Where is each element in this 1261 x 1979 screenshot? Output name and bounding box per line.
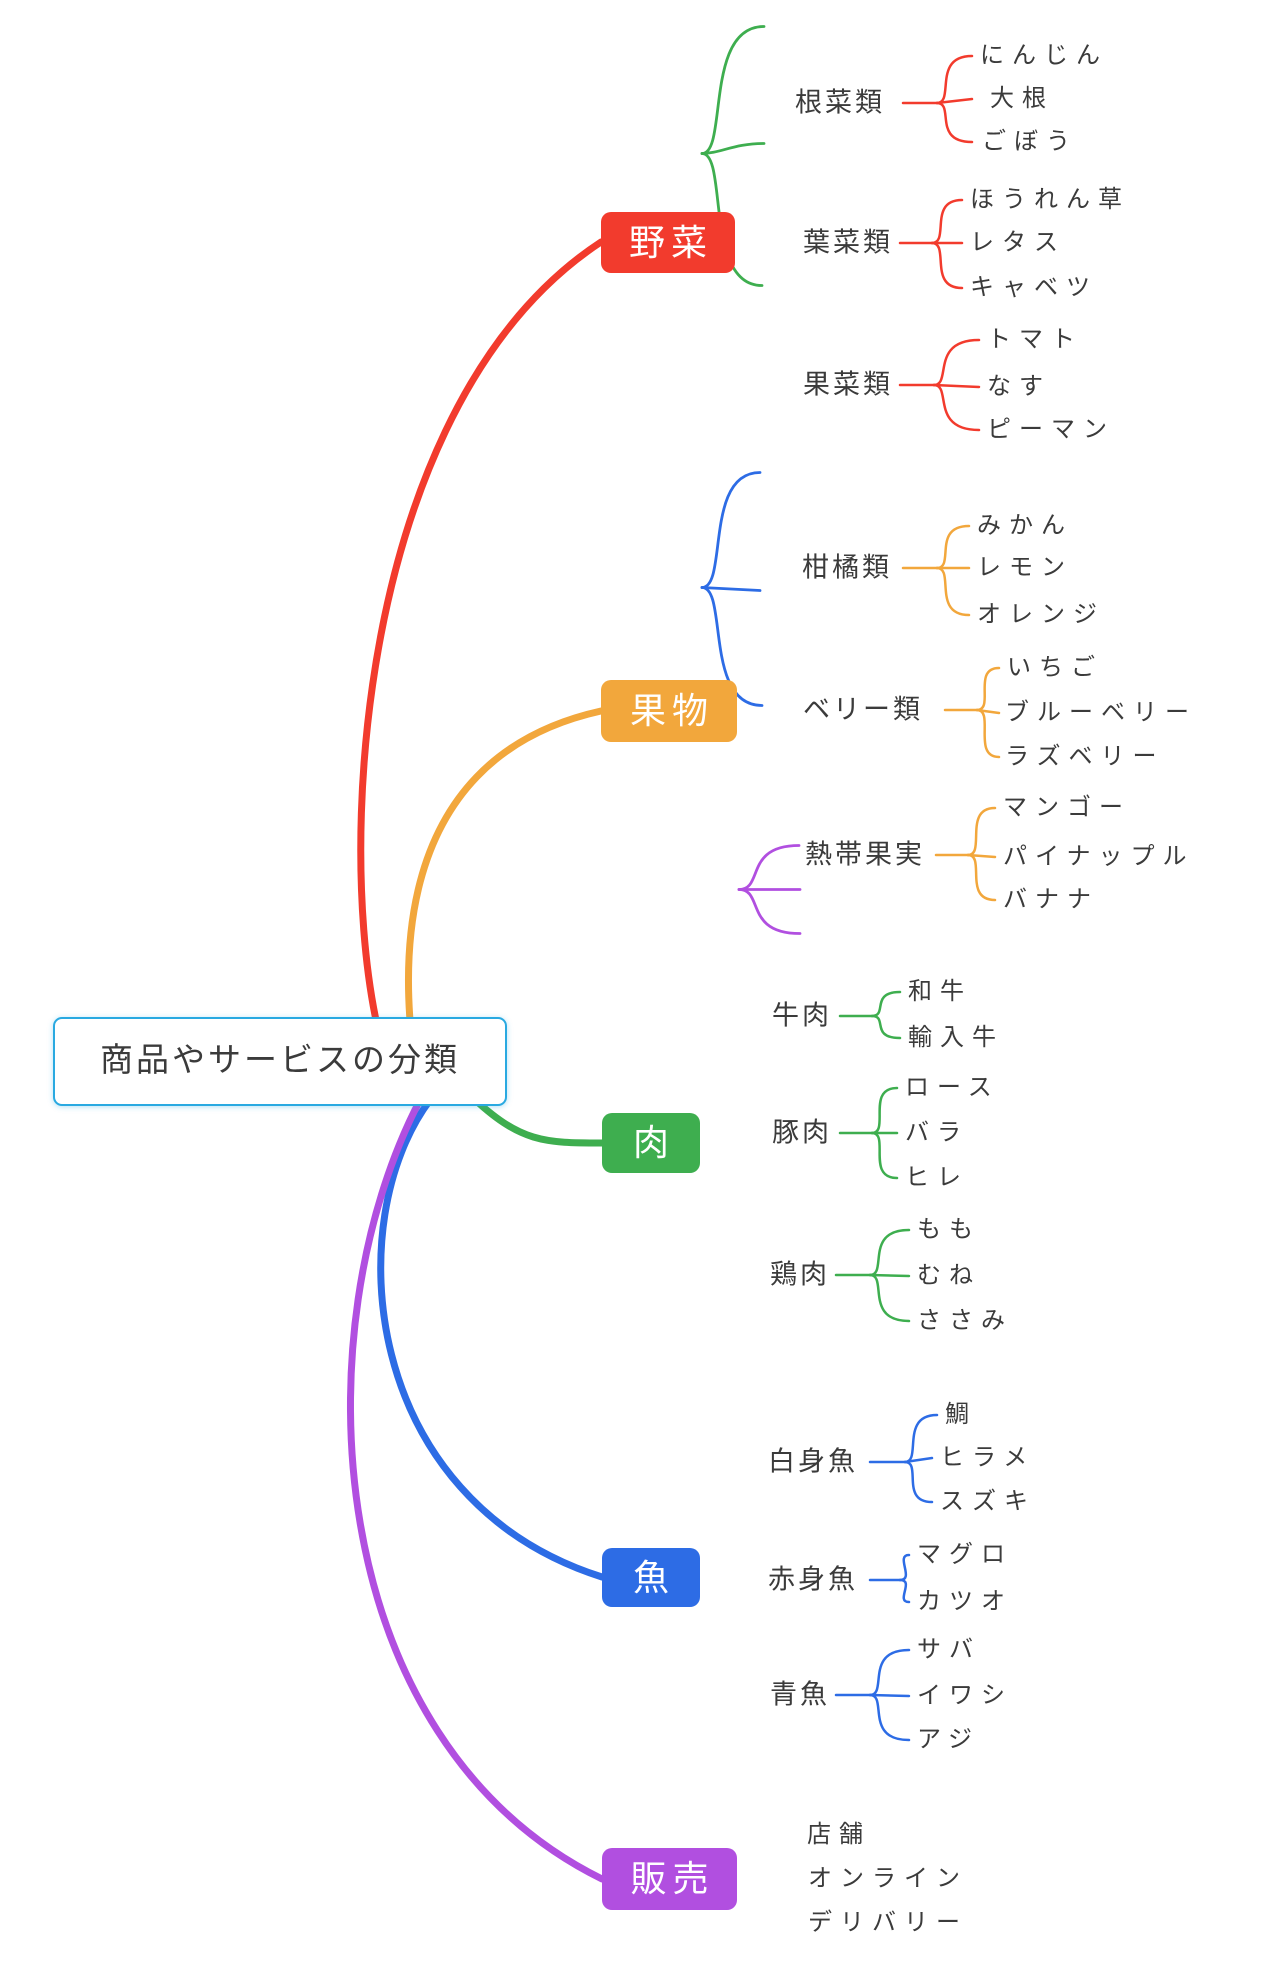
branch-node-fruits[interactable]: 果物 bbox=[601, 680, 737, 742]
subcategory-blue-fish[interactable]: 青魚 bbox=[770, 1679, 830, 1710]
subcategory-berries[interactable]: ベリー類 bbox=[803, 694, 923, 725]
leaf-label[interactable]: 店舗 bbox=[807, 1822, 871, 1848]
edge-group-fish bbox=[377, 471, 939, 1742]
subcategory-citrus[interactable]: 柑橘類 bbox=[802, 552, 892, 583]
leaf-label[interactable]: みかん bbox=[977, 513, 1073, 539]
leaf-label[interactable]: にんじん bbox=[980, 43, 1108, 69]
leaf-label[interactable]: 輸入牛 bbox=[908, 1025, 1004, 1051]
leaf-label[interactable]: キャベツ bbox=[970, 275, 1098, 301]
leaf-label[interactable]: もも bbox=[917, 1217, 981, 1243]
leaf-label[interactable]: カツオ bbox=[917, 1589, 1013, 1615]
leaf-label[interactable]: サバ bbox=[917, 1637, 981, 1663]
leaf-label[interactable]: ロース bbox=[905, 1075, 1000, 1101]
leaf-label[interactable]: 鯛 bbox=[945, 1402, 977, 1428]
leaf-label[interactable]: レモン bbox=[977, 555, 1073, 581]
subcategory-tropical-fruits[interactable]: 熱帯果実 bbox=[805, 839, 925, 870]
subcategory-red-fish[interactable]: 赤身魚 bbox=[768, 1564, 858, 1595]
leaf-label[interactable]: アジ bbox=[917, 1727, 981, 1753]
leaf-label[interactable]: ブルーベリー bbox=[1005, 700, 1197, 726]
subcategory-beef[interactable]: 牛肉 bbox=[772, 1000, 832, 1031]
subcategory-pork[interactable]: 豚肉 bbox=[772, 1117, 832, 1148]
leaf-label[interactable]: ごぼう bbox=[982, 129, 1078, 155]
leaf-label[interactable]: ささみ bbox=[917, 1308, 1013, 1334]
leaf-label[interactable]: スズキ bbox=[940, 1489, 1036, 1515]
leaf-label[interactable]: ヒラメ bbox=[940, 1445, 1036, 1471]
subcategory-chicken[interactable]: 鶏肉 bbox=[770, 1259, 830, 1290]
branch-node-meat[interactable]: 肉 bbox=[602, 1113, 700, 1173]
leaf-label[interactable]: レタス bbox=[970, 230, 1066, 256]
central-node[interactable]: 商品やサービスの分類 bbox=[53, 1017, 507, 1106]
leaf-label[interactable]: 和牛 bbox=[908, 979, 972, 1005]
branch-node-vegetables[interactable]: 野菜 bbox=[601, 212, 735, 273]
leaf-label[interactable]: オレンジ bbox=[977, 602, 1105, 628]
subcategory-white-fish[interactable]: 白身魚 bbox=[768, 1446, 858, 1477]
leaf-label[interactable]: バラ bbox=[905, 1120, 969, 1146]
leaf-label[interactable]: ピーマン bbox=[987, 417, 1115, 443]
leaf-label[interactable]: ラズベリー bbox=[1005, 744, 1165, 770]
edge-group-fruits bbox=[404, 524, 1001, 1099]
edge-group-vegetables bbox=[357, 54, 981, 1099]
subcategory-fruit-vegetables[interactable]: 果菜類 bbox=[803, 369, 893, 400]
leaf-label[interactable]: ヒレ bbox=[905, 1165, 969, 1191]
leaf-label[interactable]: なす bbox=[987, 374, 1051, 400]
edge-group-sales bbox=[346, 844, 802, 1883]
subcategory-leaf-vegetables[interactable]: 葉菜類 bbox=[803, 227, 893, 258]
leaf-label[interactable]: マンゴー bbox=[1003, 795, 1131, 821]
leaf-label[interactable]: むね bbox=[917, 1263, 981, 1289]
leaf-label[interactable]: デリバリー bbox=[808, 1910, 968, 1936]
leaf-label[interactable]: いちご bbox=[1007, 655, 1103, 681]
leaf-label[interactable]: オンライン bbox=[808, 1866, 968, 1892]
leaf-label[interactable]: パイナップル bbox=[1003, 844, 1195, 870]
branch-node-fish[interactable]: 魚 bbox=[602, 1548, 700, 1607]
leaf-label[interactable]: トマト bbox=[987, 327, 1083, 353]
leaf-label[interactable]: マグロ bbox=[917, 1542, 1013, 1568]
leaf-label[interactable]: 大根 bbox=[990, 86, 1054, 112]
leaf-label[interactable]: バナナ bbox=[1003, 887, 1099, 913]
branch-node-sales[interactable]: 販売 bbox=[602, 1848, 737, 1910]
leaf-label[interactable]: ほうれん草 bbox=[970, 187, 1130, 213]
subcategory-root-vegetables[interactable]: 根菜類 bbox=[795, 87, 885, 118]
leaf-label[interactable]: イワシ bbox=[917, 1683, 1013, 1709]
